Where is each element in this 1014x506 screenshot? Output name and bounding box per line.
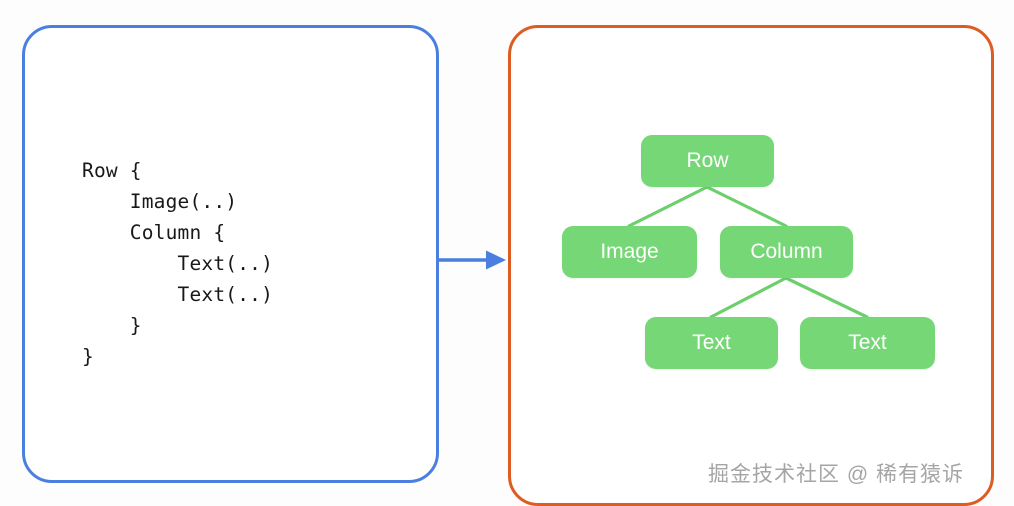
compose-code-snippet: Row { Image(..) Column { Text(..) Text(.… — [82, 159, 274, 368]
tree-node-image[interactable]: Image — [562, 226, 697, 278]
tree-node-column[interactable]: Column — [720, 226, 853, 278]
tree-node-text-1[interactable]: Text — [645, 317, 778, 369]
watermark: 掘金技术社区 @ 稀有猿诉 — [708, 463, 964, 486]
tree-node-row[interactable]: Row — [641, 135, 774, 187]
tree-node-text-2[interactable]: Text — [800, 317, 935, 369]
flow-arrow-icon — [438, 250, 506, 270]
code-panel — [22, 25, 439, 483]
